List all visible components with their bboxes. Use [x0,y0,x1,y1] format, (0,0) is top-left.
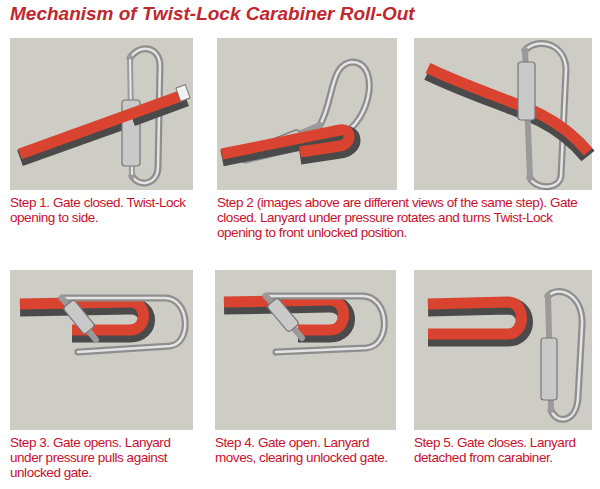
twist-lock-sleeve [541,338,557,400]
lanyard [222,130,349,154]
panel-background [217,38,397,190]
lanyard [540,114,588,152]
step-caption: Step 1. Gate closed. Twist-Lock opening … [10,195,193,225]
step-panel: Step 1. Gate closed. Twist-Lock opening … [10,38,193,225]
twist-lock-sleeve [267,297,300,332]
panel-background [10,270,193,430]
twist-lock-sleeve [518,62,535,120]
step-panel: Step 4. Gate open. Lanyard moves, cleari… [215,270,396,465]
carabiner [266,296,384,352]
step-panel: Step 2 (images above are different views… [217,38,593,240]
carabiner-gate [266,296,302,338]
lanyard [20,94,186,154]
carabiner-gate [62,298,96,340]
carabiner-highlight [266,296,384,352]
step-panel: Step 5. Gate closes. Lanyard detached fr… [414,270,592,465]
diagram-title: Mechanism of Twist-Lock Carabiner Roll-O… [10,3,415,25]
panel-background [215,270,396,430]
step-caption: Step 4. Gate open. Lanyard moves, cleari… [215,435,396,465]
step-caption: Step 5. Gate closes. Lanyard detached fr… [414,435,592,465]
panel-background [10,38,193,190]
step-caption: Step 2 (images above are different views… [217,195,593,240]
twist-lock-sleeve [63,299,95,334]
carabiner-highlight [62,298,185,352]
step-panel: Step 3. Gate opens. Lanyard under pressu… [10,270,193,480]
lanyard [428,302,522,334]
panel-background [414,38,592,190]
panel-background [414,270,592,430]
carabiner [62,298,185,352]
step-caption: Step 3. Gate opens. Lanyard under pressu… [10,435,193,480]
lanyard-end [176,85,190,102]
